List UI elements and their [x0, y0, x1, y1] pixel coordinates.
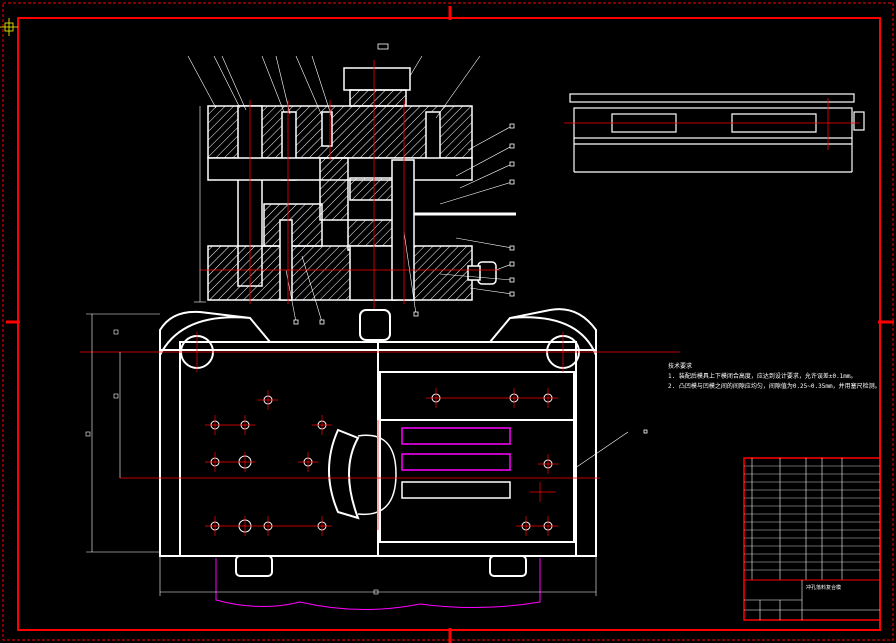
plan-view-holes: [80, 332, 680, 536]
side-view: [569, 93, 865, 173]
callout-balloon: [293, 43, 648, 434]
technical-requirements-heading: 技术要求: [668, 363, 693, 370]
technical-requirements: 技术要求 1. 装配后模具上下模闭合高度，应达到设计要求，允许误差±0.1mm。…: [668, 362, 881, 392]
side-view-center-line: [564, 98, 860, 150]
plan-view-dimensions: [85, 313, 597, 596]
front-section-view: [207, 67, 516, 301]
crosshair-icon: [0, 18, 18, 36]
front-view-center-lines: [200, 60, 500, 340]
height-dimension: [194, 106, 206, 303]
plan-view-slots: [401, 427, 511, 499]
technical-requirement-line: 2. 凸凹模与凹模之间的间隙应均匀，间隙值为0.25~0.35mm，并用塞尺检测…: [668, 383, 881, 390]
hidden-outline: [215, 558, 541, 610]
leader-lines: [187, 55, 629, 493]
title-block: [743, 457, 881, 621]
drawing-title: 冲孔落料复合模: [806, 585, 842, 591]
technical-requirement-line: 1. 装配后模具上下模闭合高度，应达到设计要求，允许误差±0.1mm。: [668, 373, 857, 380]
